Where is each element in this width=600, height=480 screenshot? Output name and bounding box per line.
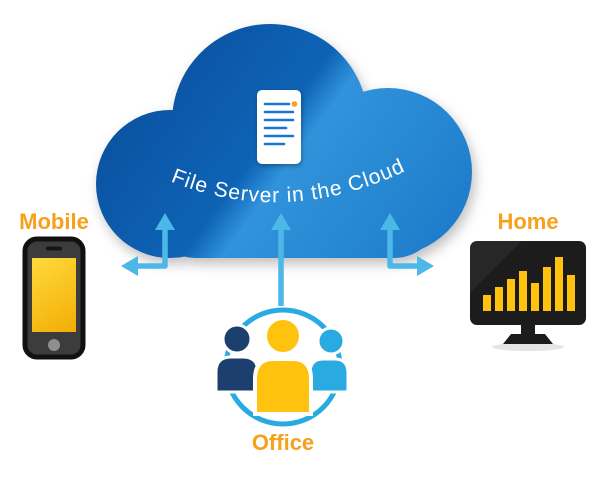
server-status-dot [291,101,298,107]
home-monitor-icon [470,241,586,351]
phone-home-button [48,339,60,351]
home-label: Home [497,209,558,234]
arrow-left-icon [121,256,138,276]
cloud-shape [96,24,472,258]
file-server-icon [257,90,301,164]
connector-arrows [121,213,434,306]
arrow-up-icon-right [380,213,400,230]
monitor-screen-glare [470,241,522,293]
person-yellow-icon [253,316,313,416]
cloud-base [150,160,440,258]
arrow-right-icon [417,256,434,276]
bar-chart-icon [483,257,575,311]
mobile-phone-icon [22,236,86,360]
arrow-up-icon-center [271,213,291,230]
phone-screen [32,258,76,332]
office-label: Office [252,430,314,455]
monitor-base [503,334,553,344]
person-lightblue-icon [308,326,350,394]
monitor-neck [521,325,535,334]
office-users-icon [214,307,350,427]
arrow-line-home [387,228,419,269]
mobile-label: Mobile [19,209,89,234]
arrow-up-icon-left [155,213,175,230]
server-slots [263,102,295,146]
arrow-line-mobile [136,228,168,269]
phone-speaker [46,246,62,251]
person-navy-icon [214,323,260,394]
monitor-shadow [492,343,564,351]
